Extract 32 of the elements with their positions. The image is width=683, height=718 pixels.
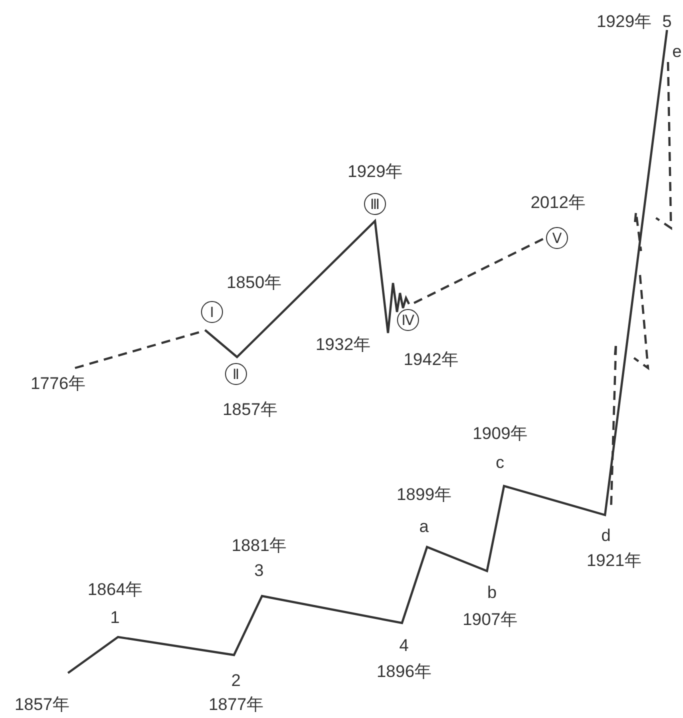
wave-number: Ⅰ: [201, 301, 223, 323]
year-label: 1907年: [462, 610, 518, 630]
year-label: 1776年: [30, 374, 86, 394]
year-label: 2012年: [530, 193, 586, 213]
year-label: 1864年: [88, 580, 142, 600]
wave-label: c: [496, 453, 504, 473]
wave-label: b: [487, 583, 497, 603]
wave-number: Ⅱ: [225, 363, 247, 385]
wave-number: Ⅳ: [397, 309, 419, 331]
year-label: 1909年: [472, 424, 528, 444]
year-label: 1850年: [226, 273, 282, 293]
year-label: 1896年: [376, 662, 432, 682]
year-label: 1932年: [316, 335, 370, 355]
wave-label: 2: [231, 671, 241, 691]
wave-label: 4: [399, 636, 409, 656]
year-label: 1942年: [404, 350, 458, 370]
wave-number: Ⅴ: [546, 227, 568, 249]
year-label: 1921年: [586, 551, 642, 571]
year-label: 1857年: [222, 400, 278, 420]
year-label: 1881年: [232, 536, 286, 556]
year-label: 1929年: [348, 162, 402, 182]
wave-label: 1: [110, 608, 120, 628]
year-label: 1929年: [596, 12, 652, 32]
wave-label: e: [672, 42, 682, 62]
wave-label: a: [419, 517, 429, 537]
wave-number: Ⅲ: [364, 193, 386, 215]
year-label: 1857年: [14, 695, 70, 715]
wave-label: 5: [662, 12, 672, 32]
year-label: 1877年: [208, 695, 264, 715]
wave-label: 3: [254, 561, 264, 581]
year-label: 1899年: [396, 485, 452, 505]
wave-label: d: [601, 526, 611, 546]
